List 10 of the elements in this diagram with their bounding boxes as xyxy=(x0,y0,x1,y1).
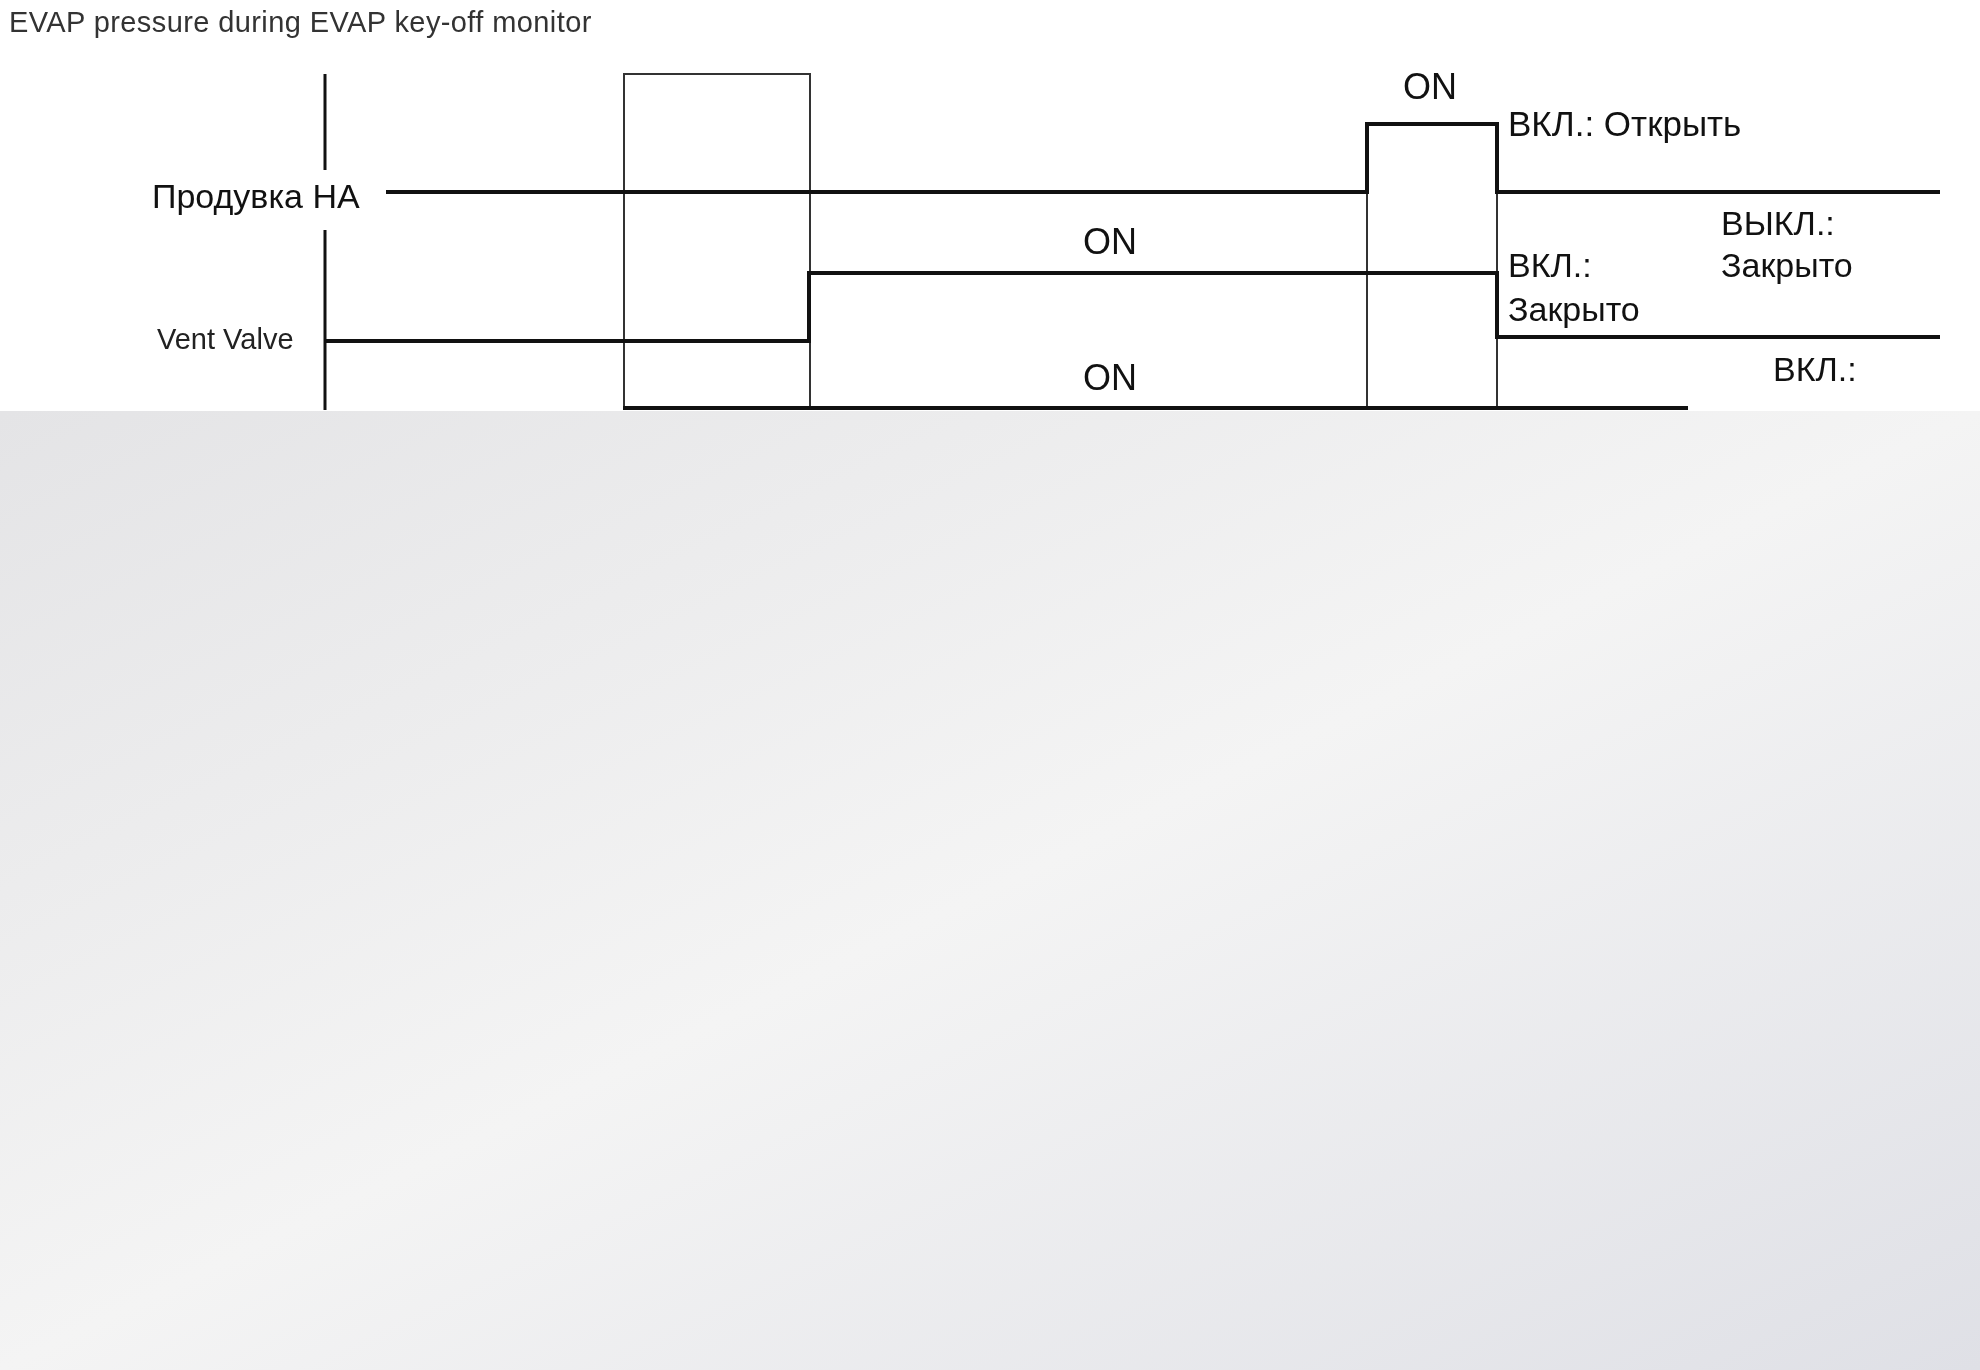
state-label: ON xyxy=(1083,224,1137,260)
state-note: ВКЛ.: Открыть xyxy=(1508,106,1742,141)
state-note: ВКЛ.: xyxy=(1773,352,1857,386)
state-note: ВЫКЛ.: Закрыто xyxy=(1721,203,1854,286)
diagram-title: EVAP pressure during EVAP key-off monitor xyxy=(9,8,592,37)
state-label: ON xyxy=(1403,69,1457,105)
signal-name: Vent Valve xyxy=(157,325,294,354)
signal-name: Продувка НА xyxy=(152,179,360,213)
state-label: ON xyxy=(1083,360,1137,396)
state-note: ВКЛ.: Закрыто xyxy=(1508,245,1641,330)
